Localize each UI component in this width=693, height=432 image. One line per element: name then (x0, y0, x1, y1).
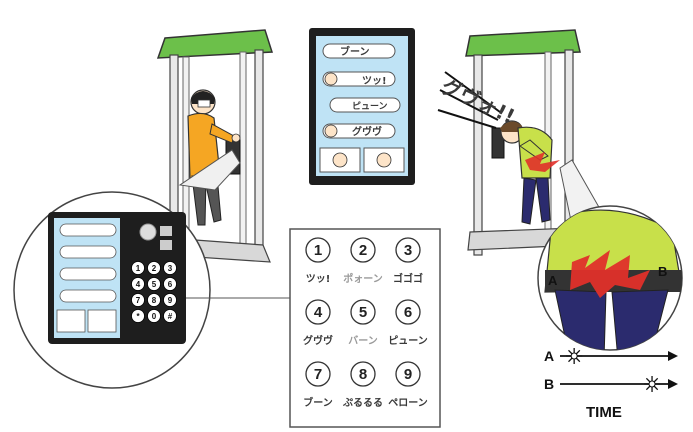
sound-effect-5: バーン (348, 335, 378, 347)
sound-effect-1: ツッ! (306, 273, 331, 285)
sound-key-9[interactable]: 9 (395, 361, 421, 387)
sound-key-2[interactable]: 2 (350, 237, 376, 263)
sound-key-8[interactable]: 8 (350, 361, 376, 387)
sound-key-4[interactable]: 4 (305, 299, 331, 325)
phone-key-2[interactable]: 2 (147, 261, 161, 275)
screen-sfx-2: ツッ! (362, 75, 387, 87)
svg-text:5: 5 (152, 280, 157, 289)
phone-key-1[interactable]: 1 (131, 261, 145, 275)
svg-text:9: 9 (168, 296, 173, 305)
point-b-label: B (658, 264, 667, 279)
phone-key-7[interactable]: 7 (131, 293, 145, 307)
phone-key-#[interactable]: # (163, 309, 177, 323)
svg-text:2: 2 (152, 264, 157, 273)
sound-key-6[interactable]: 6 (395, 299, 421, 325)
display-screen (309, 28, 415, 185)
svg-text:9: 9 (404, 366, 412, 383)
svg-text:4: 4 (314, 304, 323, 321)
sound-effect-3: ゴゴゴ (393, 272, 423, 285)
sound-key-7[interactable]: 7 (305, 361, 331, 387)
svg-text:6: 6 (404, 304, 412, 321)
phone-key-8[interactable]: 8 (147, 293, 161, 307)
phone-key-3[interactable]: 3 (163, 261, 177, 275)
sound-effect-8: ぷるるる (342, 397, 383, 409)
phone-key-9[interactable]: 9 (163, 293, 177, 307)
sound-key-3[interactable]: 3 (395, 237, 421, 263)
zoom-cone-left (178, 149, 241, 191)
sound-key-5[interactable]: 5 (350, 299, 376, 325)
timeline-row-label-A: A (544, 348, 554, 364)
sound-effect-7: ブーン (303, 396, 333, 409)
sound-effect-4: グヴヴ (303, 334, 333, 347)
sound-effect-9: ペローン (388, 398, 428, 409)
timeline-event-B (644, 376, 661, 392)
svg-text:8: 8 (152, 296, 157, 305)
svg-text:#: # (168, 312, 173, 321)
impact-lines (437, 71, 501, 129)
svg-text:3: 3 (168, 264, 173, 273)
svg-text:7: 7 (314, 366, 322, 383)
svg-text:4: 4 (136, 280, 141, 289)
timeline-event-A (566, 348, 583, 364)
svg-text:1: 1 (136, 264, 141, 273)
phone-key-4[interactable]: 4 (131, 277, 145, 291)
timeline: AB (544, 348, 678, 392)
phone-key-5[interactable]: 5 (147, 277, 161, 291)
phone-key-0[interactable]: 0 (147, 309, 161, 323)
zoom-circle-phone (13, 191, 211, 389)
svg-text:3: 3 (404, 242, 412, 259)
sound-keypad: 1 ツッ! 2 ポォーン 3 ゴゴゴ 4 グヴヴ 5 バーン 6 ピューン 7 ブーン 8 ぷるるる 9 ペローン (303, 237, 428, 409)
timeline-axis-label: TIME (586, 404, 622, 421)
sound-effect-2: ポォーン (343, 272, 383, 285)
screen-sfx-3: ピューン (352, 100, 388, 112)
point-a-label: A (548, 273, 558, 288)
sound-effect-6: ピューン (388, 335, 428, 347)
screen-sfx-1: ブーン (340, 45, 370, 58)
svg-text:0: 0 (152, 312, 157, 321)
phone-key-6[interactable]: 6 (163, 277, 177, 291)
person-green (500, 120, 560, 225)
phone-keypad: 1 2 3 4 5 6 7 8 9 * 0 # (131, 261, 177, 323)
timeline-row-label-B: B (544, 376, 554, 392)
zoom-circle-body (537, 205, 683, 351)
svg-text:*: * (136, 312, 140, 321)
sound-key-1[interactable]: 1 (305, 237, 331, 263)
svg-text:1: 1 (314, 242, 322, 259)
svg-text:5: 5 (359, 304, 367, 321)
screen-sfx-4: グヴヴ (352, 125, 382, 138)
svg-text:7: 7 (136, 296, 141, 305)
timeline-arrowhead-A (668, 351, 678, 361)
timeline-arrowhead-B (668, 379, 678, 389)
svg-text:2: 2 (359, 242, 367, 259)
svg-text:6: 6 (168, 280, 173, 289)
phone-key-*[interactable]: * (131, 309, 145, 323)
svg-text:8: 8 (359, 366, 367, 383)
